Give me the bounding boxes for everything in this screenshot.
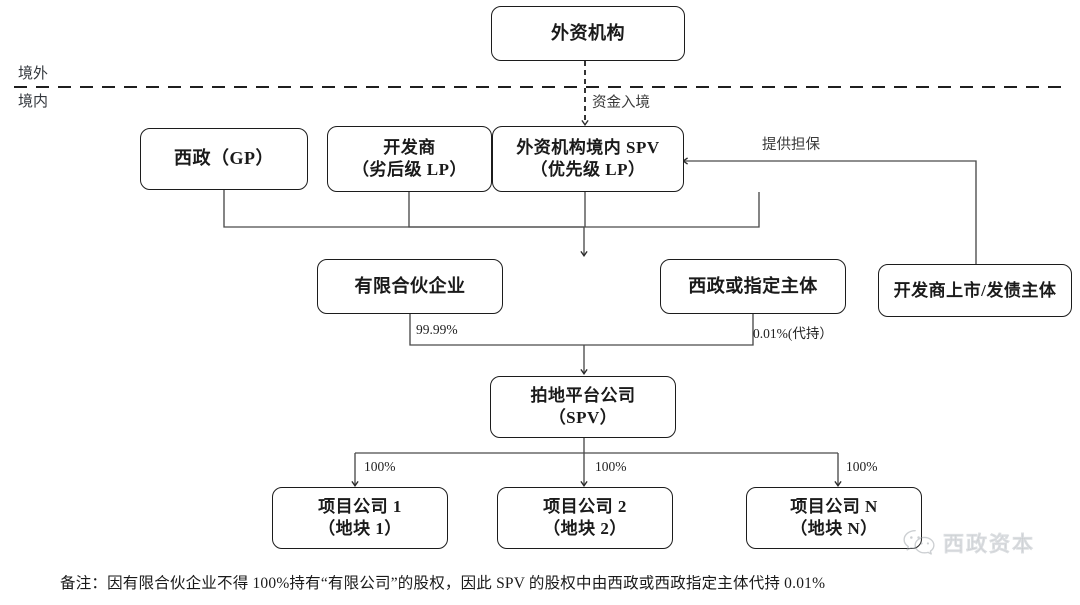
node-xizheng-gp[interactable]: 西政（GP） bbox=[140, 128, 308, 190]
node-bidding-platform-spv[interactable]: 拍地平台公司 （SPV） bbox=[490, 376, 676, 438]
edge-label-provide-guarantee: 提供担保 bbox=[762, 137, 820, 153]
node-onshore-spv-lp-line-2: （优先级 LP） bbox=[530, 160, 646, 179]
edge-label-stake-0-01: 0.01%(代持） bbox=[753, 326, 833, 341]
edge-label-stake-100-project-n: 100% bbox=[846, 459, 878, 474]
node-bidding-platform-spv-line-1: 拍地平台公司 bbox=[530, 386, 636, 406]
node-limited-partnership[interactable]: 有限合伙企业 bbox=[317, 259, 503, 314]
node-developer-lp[interactable]: 开发商 （劣后级 LP） bbox=[327, 126, 492, 192]
node-onshore-spv-lp[interactable]: 外资机构境内 SPV （优先级 LP） bbox=[492, 126, 684, 192]
boundary-label-onshore: 境内 bbox=[18, 94, 49, 110]
wire-developer-to-lp bbox=[408, 192, 584, 228]
node-xizheng-or-designee[interactable]: 西政或指定主体 bbox=[660, 259, 846, 314]
node-developer-lp-line-1: 开发商 bbox=[383, 138, 436, 158]
watermark: 西政资本 bbox=[902, 528, 1035, 558]
wechat-icon bbox=[902, 528, 936, 558]
node-developer-listed-issuer[interactable]: 开发商上市/发债主体 bbox=[878, 264, 1072, 317]
node-bidding-platform-spv-line-2: （SPV） bbox=[548, 408, 618, 427]
edge-label-stake-100-project-2: 100% bbox=[595, 459, 627, 474]
node-onshore-spv-lp-line-1: 外资机构境内 SPV bbox=[516, 138, 660, 158]
node-project-company-2[interactable]: 项目公司 2 （地块 2） bbox=[497, 487, 673, 549]
node-project-company-n-line-1: 项目公司 N bbox=[790, 497, 878, 517]
node-project-company-1-line-1: 项目公司 1 bbox=[318, 497, 402, 517]
node-project-company-2-line-1: 项目公司 2 bbox=[543, 497, 627, 517]
wire-provide-guarantee bbox=[682, 157, 977, 264]
node-project-company-2-line-2: （地块 2） bbox=[543, 519, 627, 538]
wire-merge-right-tail bbox=[584, 192, 760, 228]
footnote-text: 备注：因有限合伙企业不得 100%持有“有限公司”的股权，因此 SPV 的股权中… bbox=[60, 575, 826, 592]
node-project-company-n-line-2: （地块 N） bbox=[790, 519, 878, 538]
node-foreign-institution-line-1: 外资机构 bbox=[551, 22, 625, 43]
wire-designee-001 bbox=[584, 314, 754, 346]
edge-label-stake-99-99: 99.99% bbox=[416, 322, 458, 337]
edge-label-stake-100-project-1: 100% bbox=[364, 459, 396, 474]
edge-label-capital-inflow: 资金入境 bbox=[592, 95, 650, 111]
node-xizheng-gp-line-1: 西政（GP） bbox=[174, 148, 274, 169]
watermark-text: 西政资本 bbox=[943, 532, 1035, 556]
node-limited-partnership-line-1: 有限合伙企业 bbox=[354, 275, 466, 296]
node-xizheng-or-designee-line-1: 西政或指定主体 bbox=[688, 275, 818, 296]
node-foreign-institution[interactable]: 外资机构 bbox=[491, 6, 685, 61]
node-project-company-1-line-2: （地块 1） bbox=[318, 519, 402, 538]
node-project-company-n[interactable]: 项目公司 N （地块 N） bbox=[746, 487, 922, 549]
wire-gp-to-lp bbox=[223, 190, 584, 228]
node-developer-lp-line-2: （劣后级 LP） bbox=[352, 160, 467, 179]
node-project-company-1[interactable]: 项目公司 1 （地块 1） bbox=[272, 487, 448, 549]
node-developer-listed-issuer-line-1: 开发商上市/发债主体 bbox=[893, 280, 1057, 300]
boundary-label-offshore: 境外 bbox=[18, 66, 49, 82]
